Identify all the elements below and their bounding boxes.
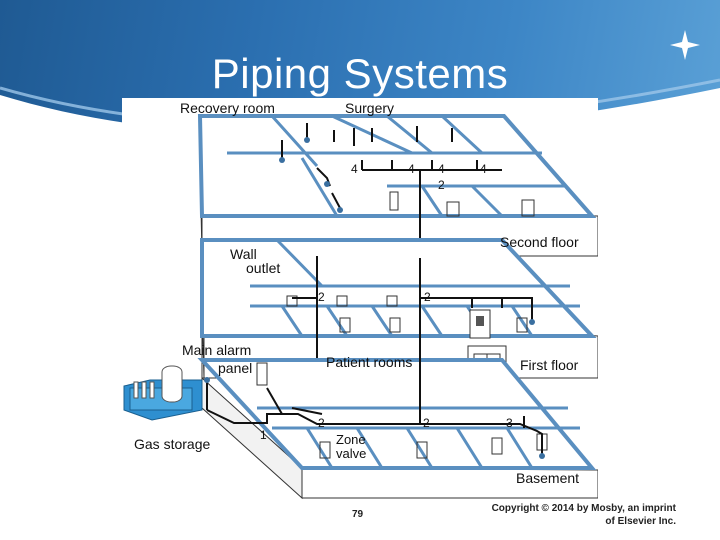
label-main-alarm: Main alarm: [182, 342, 252, 358]
label-gas-storage: Gas storage: [134, 436, 211, 452]
label-basement: Basement: [516, 470, 580, 486]
label-zone: Zone: [336, 432, 366, 447]
piping-diagram: Recovery room Surgery Second floor Wall …: [122, 98, 598, 500]
copyright-line: Copyright © 2014 by Mosby, an imprint: [491, 503, 676, 514]
label-patient-rooms: Patient rooms: [326, 354, 413, 370]
label-outlet: outlet: [246, 260, 281, 276]
label-panel: panel: [218, 360, 253, 376]
zone-number: 4: [408, 162, 415, 176]
zone-number: 4: [438, 162, 445, 176]
label-second-floor: Second floor: [500, 234, 579, 250]
basement-slab: [197, 298, 598, 500]
zone-number: 3: [506, 416, 513, 430]
copyright-line: of Elsevier Inc.: [605, 516, 676, 527]
label-recovery-room: Recovery room: [180, 100, 275, 116]
copyright-notice: Copyright © 2014 by Mosby, an imprint of…: [470, 502, 676, 528]
zone-number: 2: [438, 178, 445, 192]
zone-number: 2: [424, 290, 431, 304]
zone-number: 4: [480, 162, 487, 176]
building-illustration: [123, 114, 598, 500]
zone-number: 4: [351, 162, 358, 176]
zone-number: 2: [318, 290, 325, 304]
gas-storage-tank: [123, 365, 203, 421]
star-logo-icon: [670, 30, 700, 60]
label-first-floor: First floor: [520, 357, 579, 373]
slide-title: Piping Systems: [211, 50, 509, 97]
label-surgery: Surgery: [345, 100, 395, 116]
zone-number: 2: [318, 416, 325, 430]
label-valve: valve: [336, 446, 367, 461]
label-wall: Wall: [230, 246, 257, 262]
zone-number: 1: [260, 428, 267, 442]
page-number: 79: [352, 509, 364, 520]
zone-number: 2: [423, 416, 430, 430]
